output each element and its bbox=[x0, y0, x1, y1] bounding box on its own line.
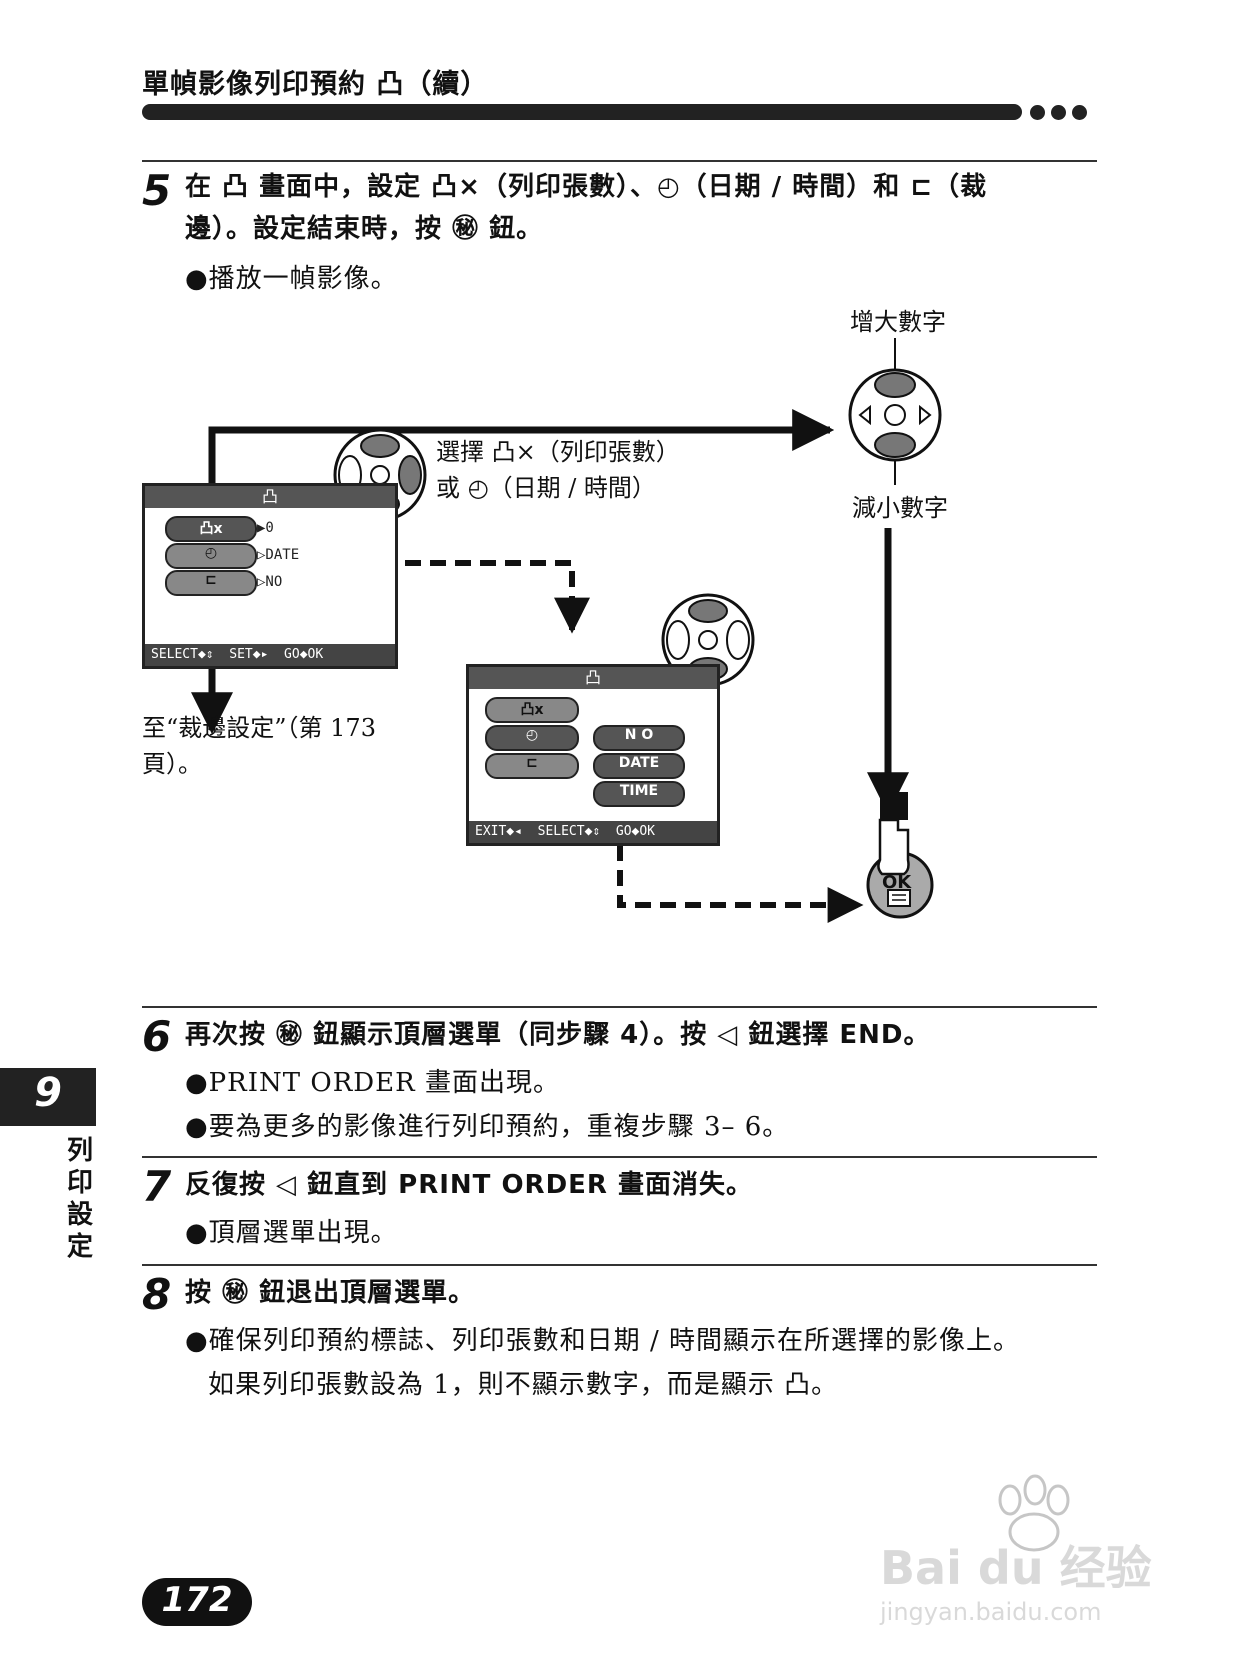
hand-icon bbox=[877, 792, 910, 876]
date-row: ◴ bbox=[165, 543, 257, 569]
step-divider bbox=[142, 160, 1097, 162]
date-row: ◴ bbox=[485, 725, 579, 751]
dpad-icon bbox=[848, 368, 942, 462]
lcd-screen-print-setup: 凸 凸x ▶0 ◴ ▷DATE ⊏ ▷NO SELECT◆⇕ SET◆▸ GO◆… bbox=[142, 483, 398, 669]
lcd-footer: SELECT◆⇕ SET◆▸ GO◆OK bbox=[145, 644, 395, 666]
ok-label: OK bbox=[882, 872, 912, 893]
chapter-number: 9 bbox=[34, 1070, 62, 1116]
header-dot bbox=[1051, 105, 1066, 120]
trim-row: ⊏ bbox=[165, 570, 257, 596]
chapter-tab bbox=[0, 1068, 96, 1126]
step-number: 5 bbox=[142, 166, 172, 215]
paw-logo-icon bbox=[998, 1474, 1070, 1552]
option-no: N O bbox=[593, 725, 685, 751]
chapter-label: 列印設定 bbox=[66, 1136, 93, 1262]
diagram bbox=[191, 338, 942, 923]
print-count-value: ▶0 bbox=[257, 520, 274, 536]
increase-label: 增大數字 bbox=[850, 308, 946, 336]
print-count-row: 凸x bbox=[485, 697, 579, 723]
step-text: 按 ㊙ 鈕退出頂層選單。 bbox=[185, 1278, 476, 1308]
dashed-arrow-to-ok bbox=[617, 820, 864, 923]
bullet-text: ●確保列印預約標誌、列印張數和日期 / 時間顯示在所選擇的影像上。 bbox=[185, 1326, 1020, 1356]
watermark-url: jingyan.baidu.com bbox=[880, 1598, 1102, 1626]
bullet-text: ●PRINT ORDER 畫面出現。 bbox=[185, 1068, 560, 1098]
option-time: TIME bbox=[593, 781, 685, 807]
page-header-title: 單幀影像列印預約 凸（續） bbox=[142, 69, 489, 100]
date-value: ▷DATE bbox=[257, 547, 300, 563]
page-number: 172 bbox=[161, 1580, 233, 1620]
step-number: 7 bbox=[142, 1162, 172, 1211]
trim-label: 頁）。 bbox=[142, 750, 202, 778]
trim-value: ▷NO bbox=[257, 574, 283, 590]
watermark: Bai du 经验 jingyan.baidu.com bbox=[880, 1460, 1210, 1640]
step-text: 在 凸 畫面中，設定 凸×（列印張數）、◴（日期 / 時間）和 ⊏（裁 bbox=[185, 172, 988, 202]
lcd-footer: EXIT◆◂ SELECT◆⇕ GO◆OK bbox=[469, 821, 717, 843]
step-text: 再次按 ㊙ 鈕顯示頂層選單（同步驟 4）。按 ◁ 鈕選擇 END。 bbox=[185, 1020, 931, 1050]
step-number: 6 bbox=[142, 1012, 172, 1061]
bullet-text: ●要為更多的影像進行列印預約，重複步驟 3– 6。 bbox=[185, 1112, 790, 1142]
select-label: 選擇 凸×（列印張數） bbox=[436, 438, 680, 466]
trim-row: ⊏ bbox=[485, 753, 579, 779]
select-label: 或 ◴（日期 / 時間） bbox=[436, 474, 656, 502]
lcd-title: 凸 bbox=[469, 667, 717, 689]
trim-label: 至“裁邊設定”（第 173 bbox=[142, 714, 376, 742]
step-divider bbox=[142, 1264, 1097, 1266]
bullet-text: ●播放一幀影像。 bbox=[185, 264, 398, 294]
header-dot bbox=[1072, 105, 1087, 120]
lcd-title: 凸 bbox=[145, 486, 395, 508]
lcd-screen-date-select: 凸 凸x ◴ ⊏ N O DATE TIME EXIT◆◂ SELECT◆⇕ G… bbox=[466, 664, 720, 846]
bullet-text: 如果列印張數設為 1，則不顯示數字，而是顯示 凸。 bbox=[208, 1370, 839, 1400]
step-number: 8 bbox=[142, 1270, 172, 1319]
print-count-row: 凸x bbox=[165, 516, 257, 542]
decrease-label: 減小數字 bbox=[852, 494, 948, 522]
bullet-text: ●頂層選單出現。 bbox=[185, 1218, 398, 1248]
header-dot bbox=[1030, 105, 1045, 120]
watermark-brand: Bai du 经验 bbox=[880, 1541, 1152, 1595]
step-divider bbox=[142, 1156, 1097, 1158]
option-date: DATE bbox=[593, 753, 685, 779]
step-text: 邊）。設定結束時，按 ㊙ 鈕。 bbox=[185, 214, 544, 244]
step-text: 反復按 ◁ 鈕直到 PRINT ORDER 畫面消失。 bbox=[185, 1170, 753, 1200]
header-bar bbox=[142, 104, 1022, 120]
page-number-badge bbox=[142, 1578, 252, 1626]
step-divider bbox=[142, 1006, 1097, 1008]
